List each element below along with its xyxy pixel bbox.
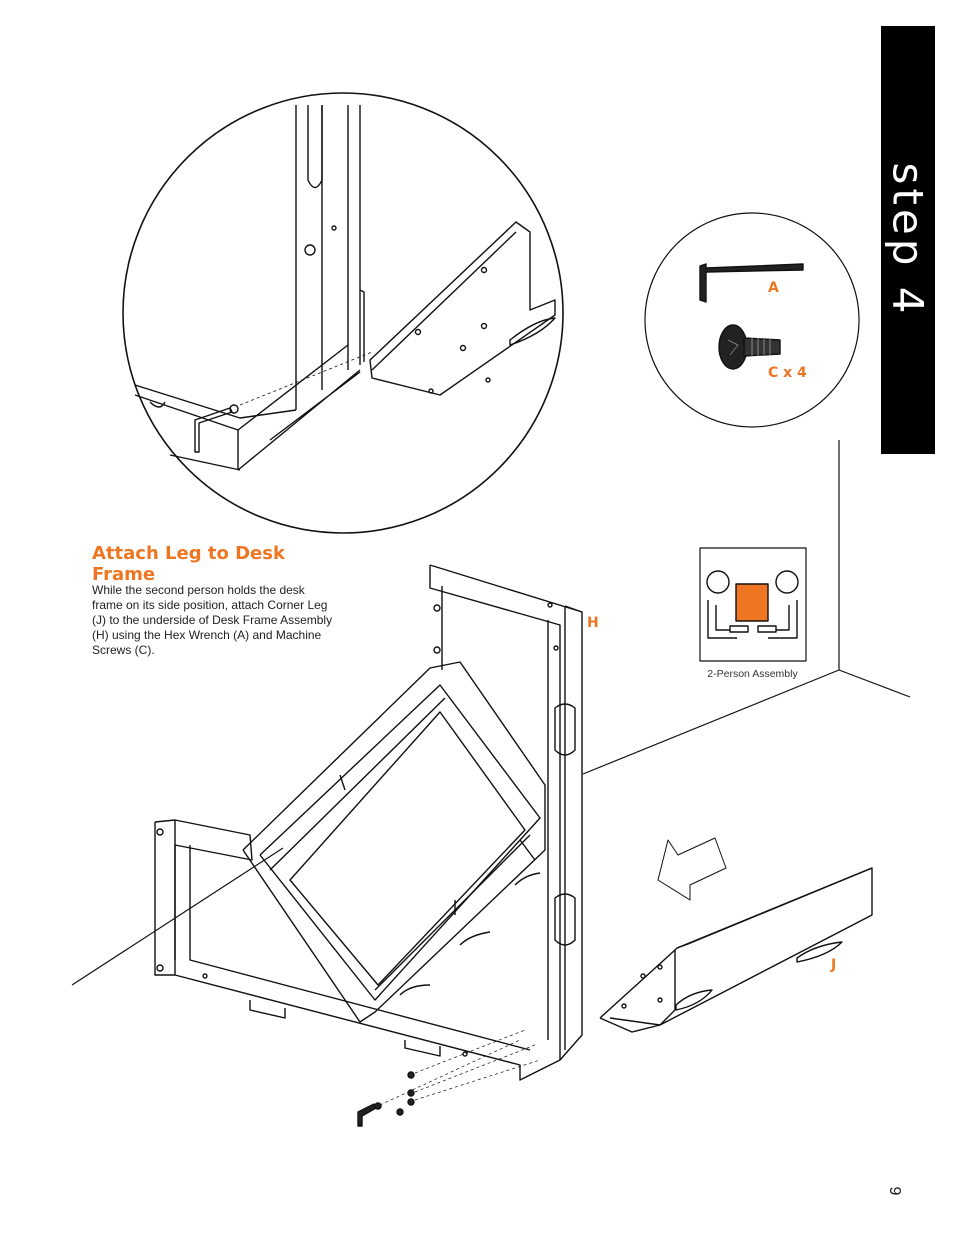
diagonal-frame (242, 661, 546, 1023)
part-label-a: A (768, 280, 779, 296)
frame-h (154, 564, 583, 1081)
detail-circle (122, 92, 564, 534)
part-label-c: C x 4 (768, 365, 807, 381)
corner-leg-j (599, 867, 873, 1033)
parts-circle (644, 212, 860, 428)
instruction-text: While the second person holds the desk f… (92, 583, 333, 657)
part-label-h: H (587, 615, 599, 631)
hardware-bottom (357, 1029, 541, 1127)
step-tab: step 4 (881, 26, 935, 454)
direction-arrow (657, 837, 727, 901)
page-number: 9 (886, 1186, 903, 1196)
section-heading: Attach Leg to Desk Frame (92, 543, 285, 585)
two-person-caption: 2-Person Assembly (707, 668, 798, 680)
two-person-icon (699, 547, 807, 662)
part-label-j: J (831, 957, 837, 973)
